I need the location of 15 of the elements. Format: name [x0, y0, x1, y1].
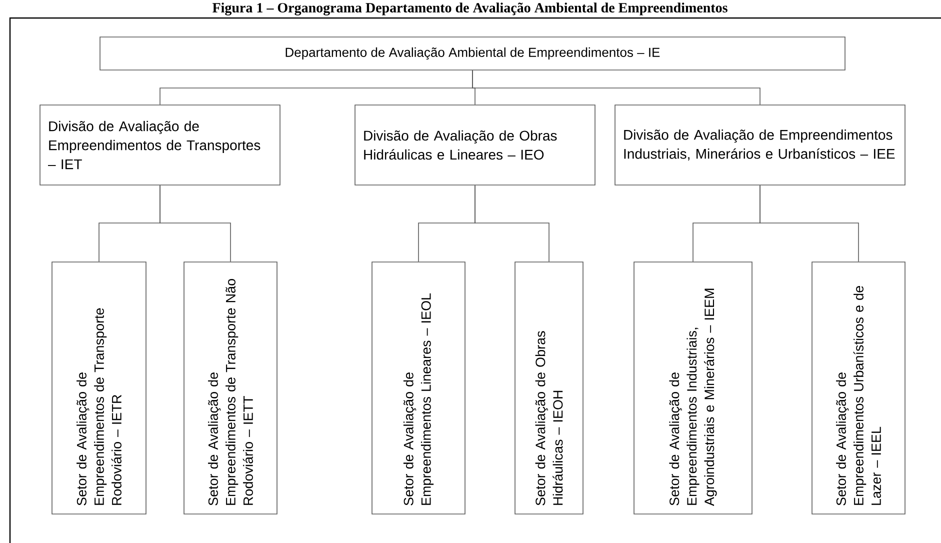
sector-box: Setor de Avaliação de Empreendimentos de Transporte Não Rodoviário – IETT [184, 262, 278, 514]
sector-box: Setor de Avaliação de Empreendimentos Industriais, Agroindustriais e Minerários – IEEM [634, 262, 752, 514]
division-box: Divisão de Avaliação de Obras Hidráulicas e Lineares – IEO [354, 104, 596, 186]
division-box: Divisão de Avaliação de Empreendimentos de Transportes – IET [40, 104, 280, 186]
sector-box: Setor de Avaliação de Empreendimentos Urbanísticos e de Lazer – IEEL [812, 262, 906, 514]
connector [472, 70, 760, 105]
connector [160, 185, 231, 262]
division-box: Divisão de Avaliação de Empreendimentos Industriais, Minerários e Urbanísticos – IEE [614, 104, 906, 186]
title: Figura 1 – Organograma Departamento de Avaliação Ambiental de Empreendimentos [212, 2, 728, 16]
sector-box: Setor de Avaliação de Obras Hidráulicas – IEOH [514, 262, 584, 514]
department-box: Departamento de Avaliação Ambiental de Empreendimentos – IE [100, 36, 846, 70]
connector [760, 185, 859, 262]
sector-box: Setor de Avaliação de Empreendimentos Lineares – IEOL [372, 262, 466, 514]
connector [474, 185, 550, 262]
sector-box: Setor de Avaliação de Empreendimentos de Transporte Rodoviário – IETR [52, 262, 146, 514]
